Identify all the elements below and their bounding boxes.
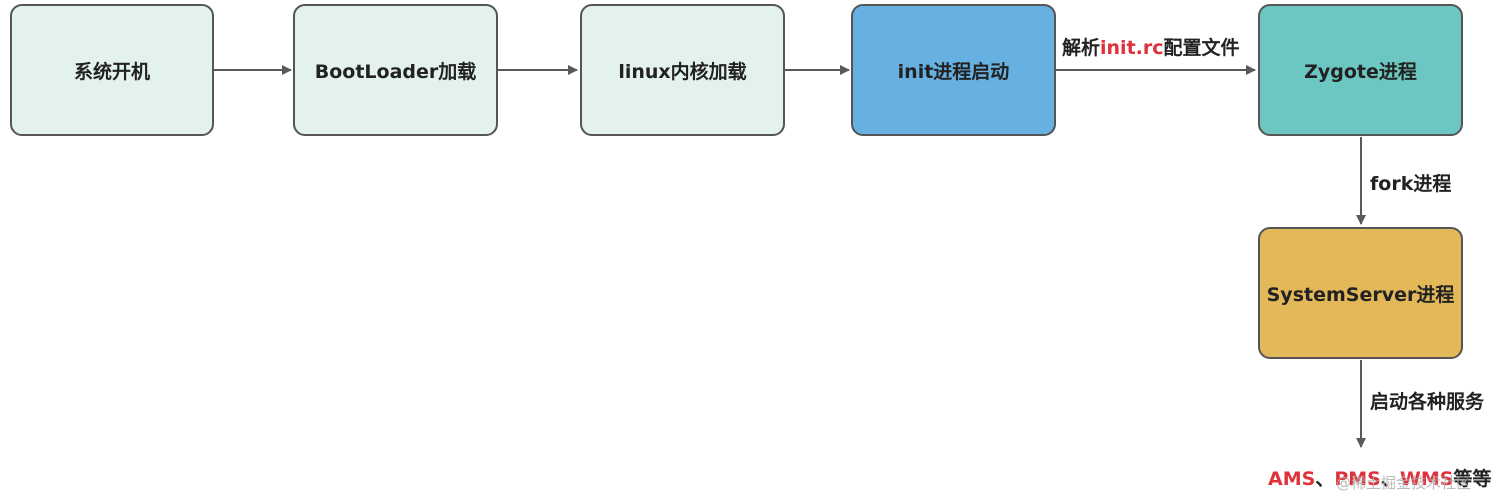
service-separator-2: 、 [1380,468,1400,490]
watermark: @稀土掘金技术社区 [1336,474,1472,492]
node-kernel: linux内核加载 [580,4,785,136]
node-systemserver: SystemServer进程 [1258,227,1463,359]
service-pms: PMS [1334,468,1381,490]
edge-label-zygote-to-systemserver: fork进程 [1370,173,1452,195]
edge-label-systemserver-to-services: 启动各种服务 [1370,391,1485,413]
node-boot: 系统开机 [10,4,214,136]
service-separator-1: 、 [1315,468,1335,490]
edge-label-prefix: 解析 [1062,37,1101,59]
service-wms: WMS [1399,468,1454,490]
services-suffix: 等等 [1453,468,1492,490]
node-init: init进程启动 [851,4,1056,136]
edge-label-init-to-zygote: 解析init.rc配置文件 [1062,33,1240,60]
services-line: AMS、PMS、WMS等等 [1268,464,1491,491]
node-zygote: Zygote进程 [1258,4,1463,136]
node-bootloader: BootLoader加载 [293,4,498,136]
edge-label-suffix: 配置文件 [1163,37,1240,59]
edge-label-highlight: init.rc [1100,37,1164,59]
service-ams: AMS [1268,468,1316,490]
